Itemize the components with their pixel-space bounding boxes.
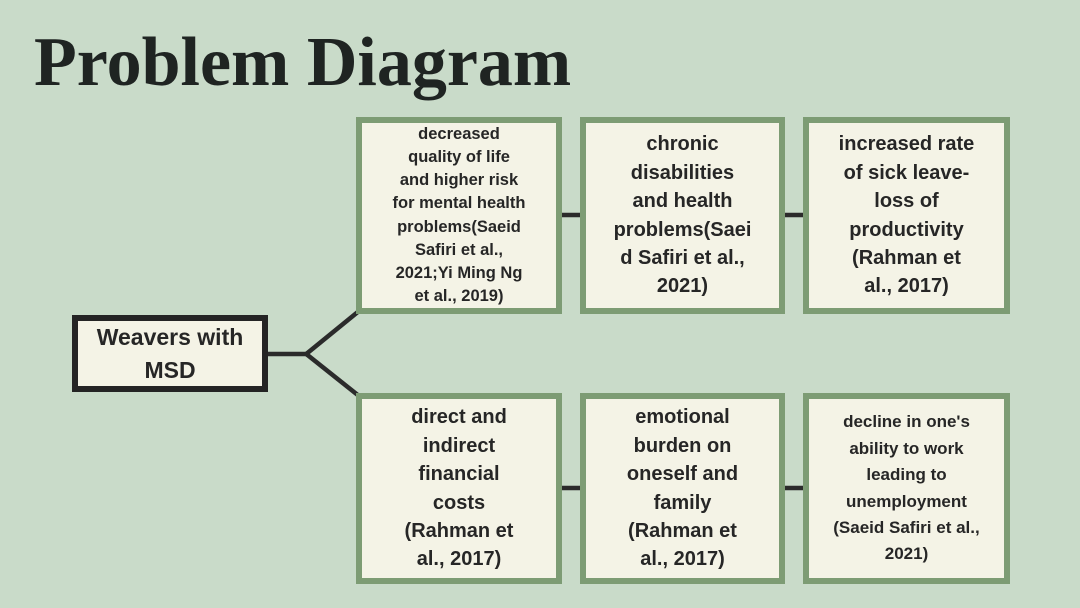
node-weavers-with-msd: Weavers with MSD — [72, 315, 268, 392]
node-decreased-quality-of-life: decreased quality of life and higher ris… — [356, 117, 562, 314]
connector-root-to-top — [303, 309, 361, 357]
node-decline-work-ability: decline in one's ability to work leading… — [803, 393, 1010, 584]
page-title: Problem Diagram — [34, 24, 572, 101]
node-financial-costs: direct and indirect financial costs (Rah… — [356, 393, 562, 584]
node-emotional-burden: emotional burden on oneself and family (… — [580, 393, 785, 584]
connector-root-to-bottom — [303, 351, 361, 398]
node-chronic-disabilities: chronic disabilities and health problems… — [580, 117, 785, 314]
node-increased-sick-leave: increased rate of sick leave- loss of pr… — [803, 117, 1010, 314]
